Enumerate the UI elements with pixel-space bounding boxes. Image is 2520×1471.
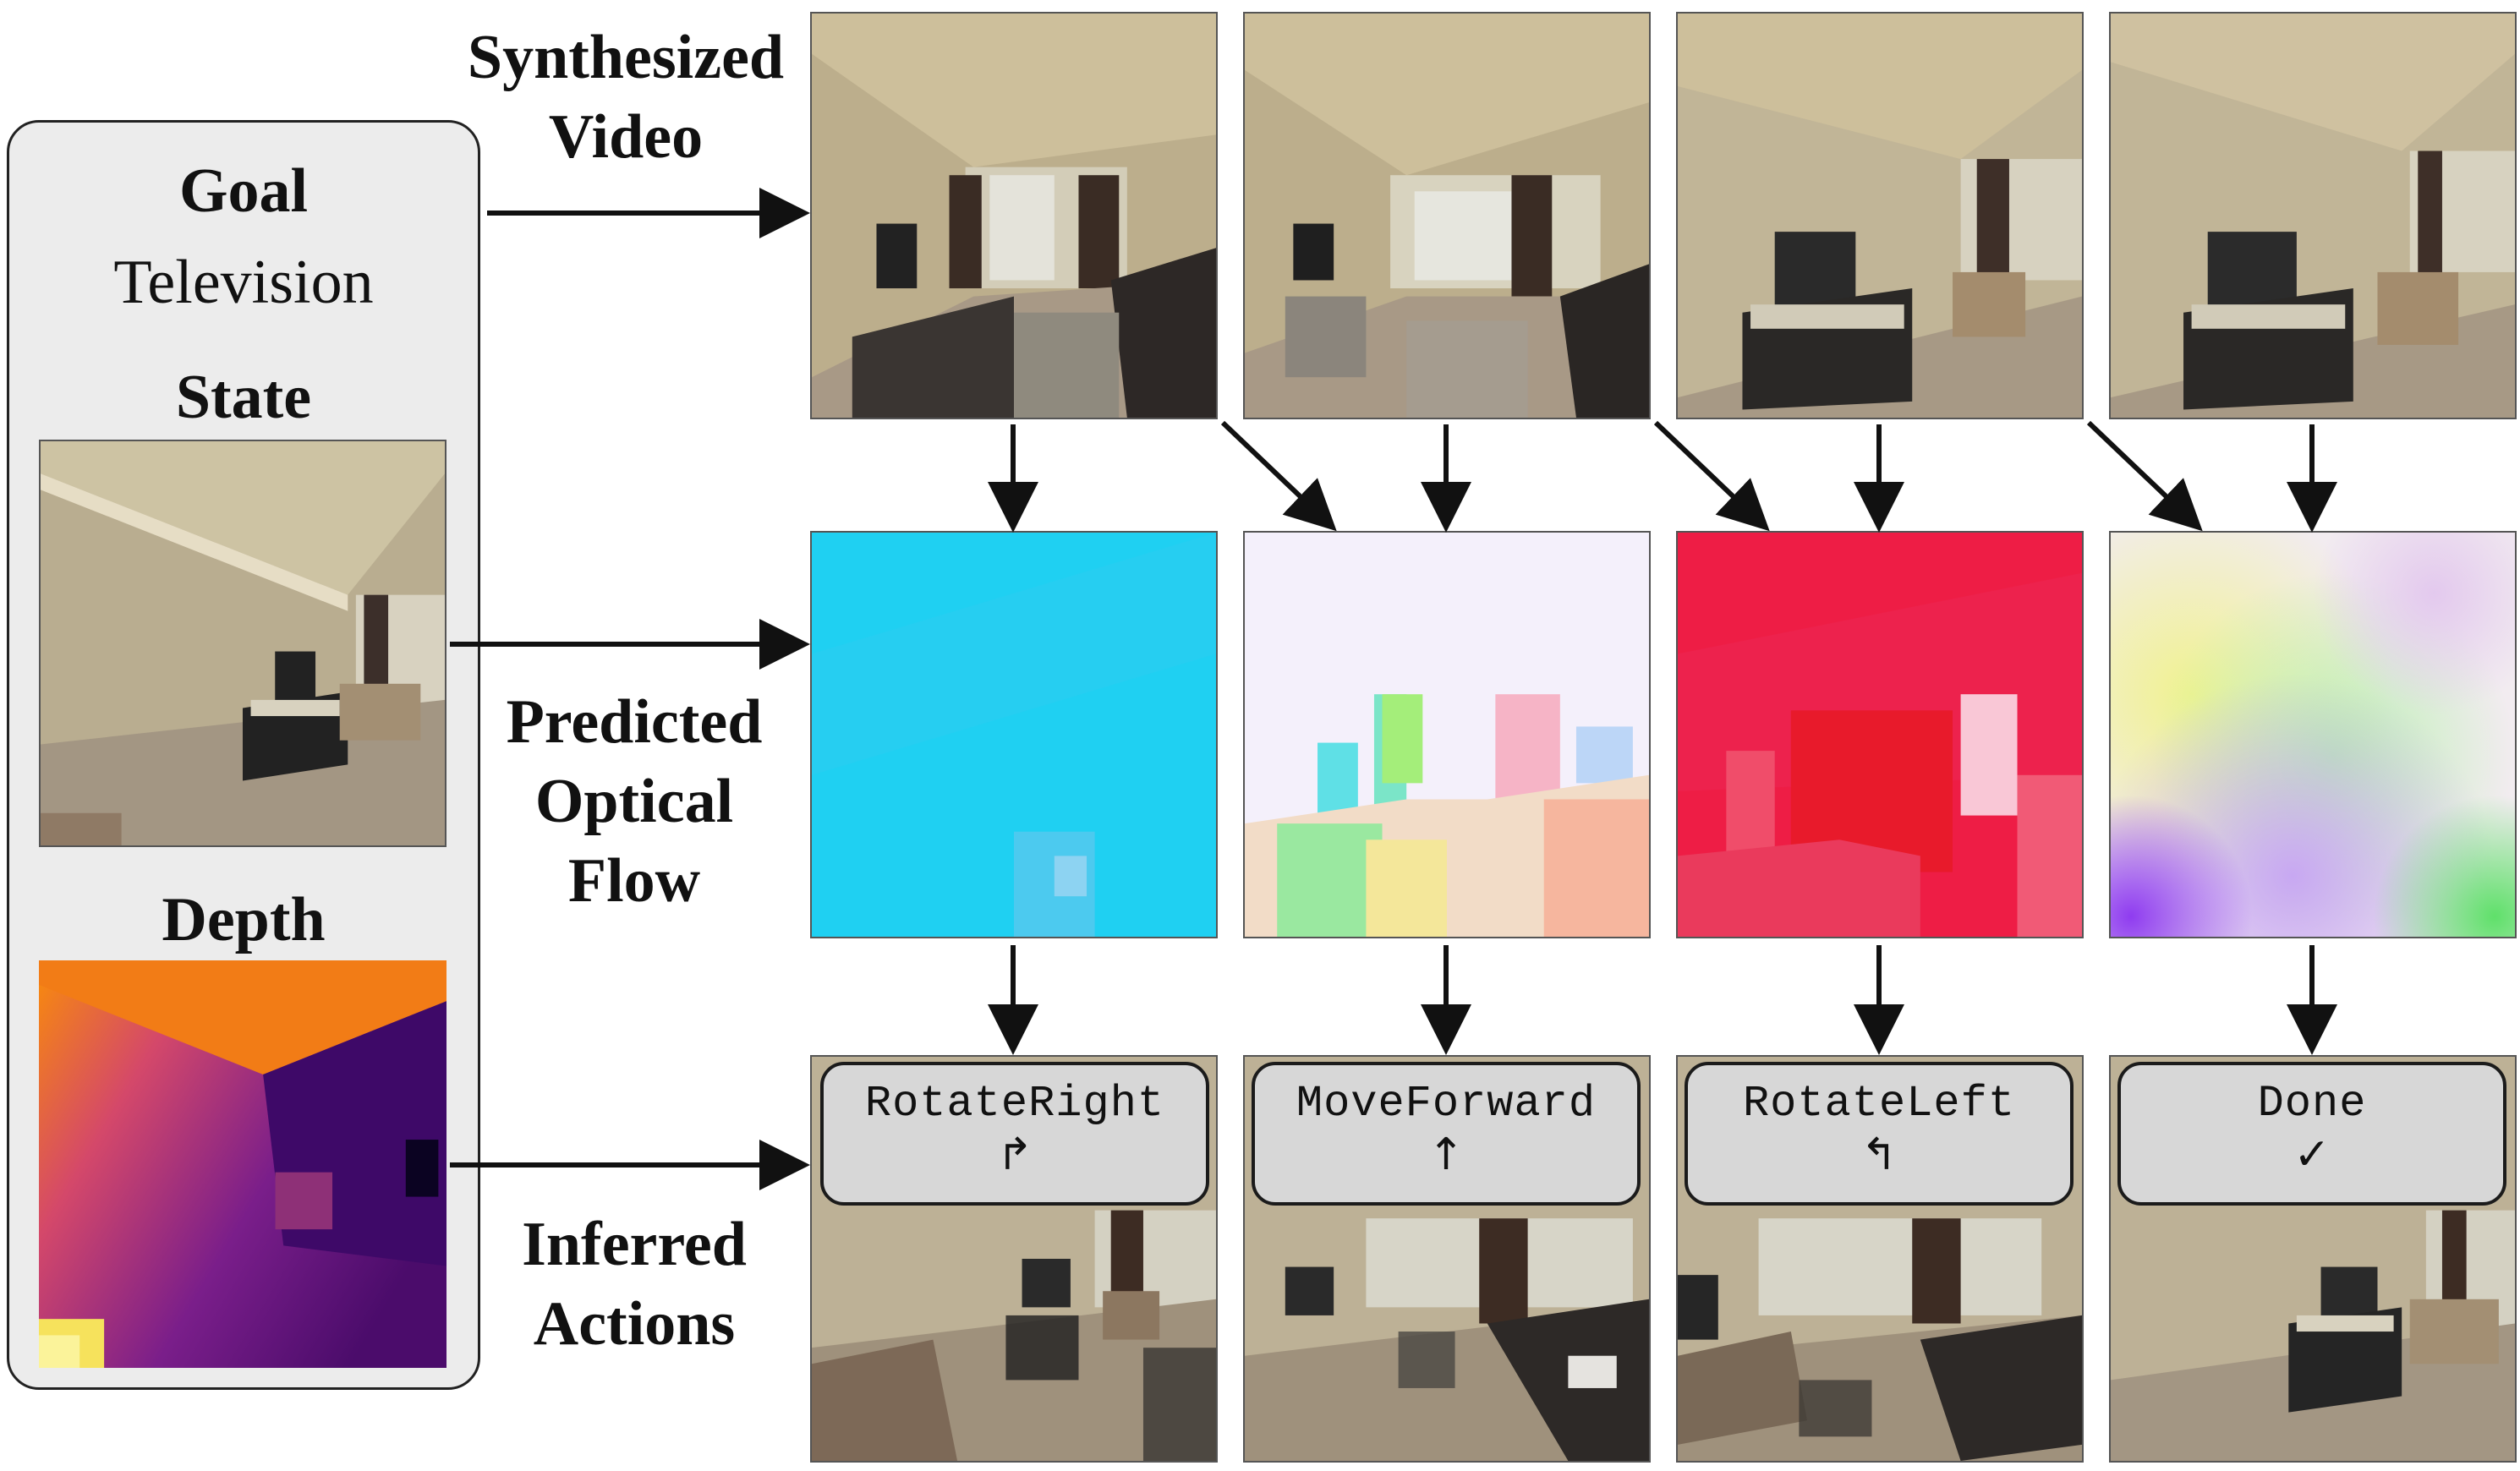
depth-image (39, 960, 446, 1368)
synth-frame-1 (810, 12, 1218, 419)
arrow-diag-video3-flow4 (2086, 420, 2203, 532)
turn-left-arrow-icon: ↰ (1860, 1129, 1898, 1180)
action-label: RotateRight (864, 1079, 1165, 1129)
action-frame-1 (810, 1055, 1218, 1463)
turn-right-arrow-icon: ↱ (996, 1129, 1033, 1180)
arrow-diag-video1-flow2 (1220, 420, 1337, 532)
flow-label-line3: Flow (567, 846, 701, 916)
state-title: State (175, 363, 312, 432)
actions-label-line2: Actions (533, 1289, 736, 1359)
flow-frame-rotate-right (810, 531, 1218, 938)
synth-frame-3 (1676, 12, 2084, 419)
arrow-diag-video2-flow3 (1653, 420, 1770, 532)
flow-frame-rotate-left (1676, 531, 2084, 938)
flow-frame-done (2109, 531, 2517, 938)
actions-label-line1: Inferred (522, 1210, 747, 1279)
action-box-move-forward: MoveForward ↑ (1252, 1062, 1641, 1206)
action-label: RotateLeft (1742, 1079, 2016, 1129)
synth-label-line1: Synthesized (467, 23, 785, 92)
goal-value: Television (113, 248, 374, 317)
synth-frame-2 (1243, 12, 1651, 419)
action-label: MoveForward (1296, 1079, 1597, 1129)
action-box-done: Done ✓ (2117, 1062, 2506, 1206)
action-box-rotate-left: RotateLeft ↰ (1685, 1062, 2074, 1206)
action-box-rotate-right: RotateRight ↱ (820, 1062, 1209, 1206)
synth-label-line2: Video (548, 102, 704, 172)
flow-label-line2: Optical (534, 767, 734, 836)
flow-frame-move-forward (1243, 531, 1651, 938)
goal-title: Goal (178, 156, 309, 226)
flow-label-line1: Predicted (506, 687, 763, 757)
up-arrow-icon: ↑ (1427, 1129, 1465, 1180)
checkmark-icon: ✓ (2293, 1129, 2331, 1180)
synth-frame-4 (2109, 12, 2517, 419)
depth-title: Depth (162, 885, 326, 954)
action-label: Done (2257, 1079, 2367, 1129)
state-image (39, 440, 446, 847)
